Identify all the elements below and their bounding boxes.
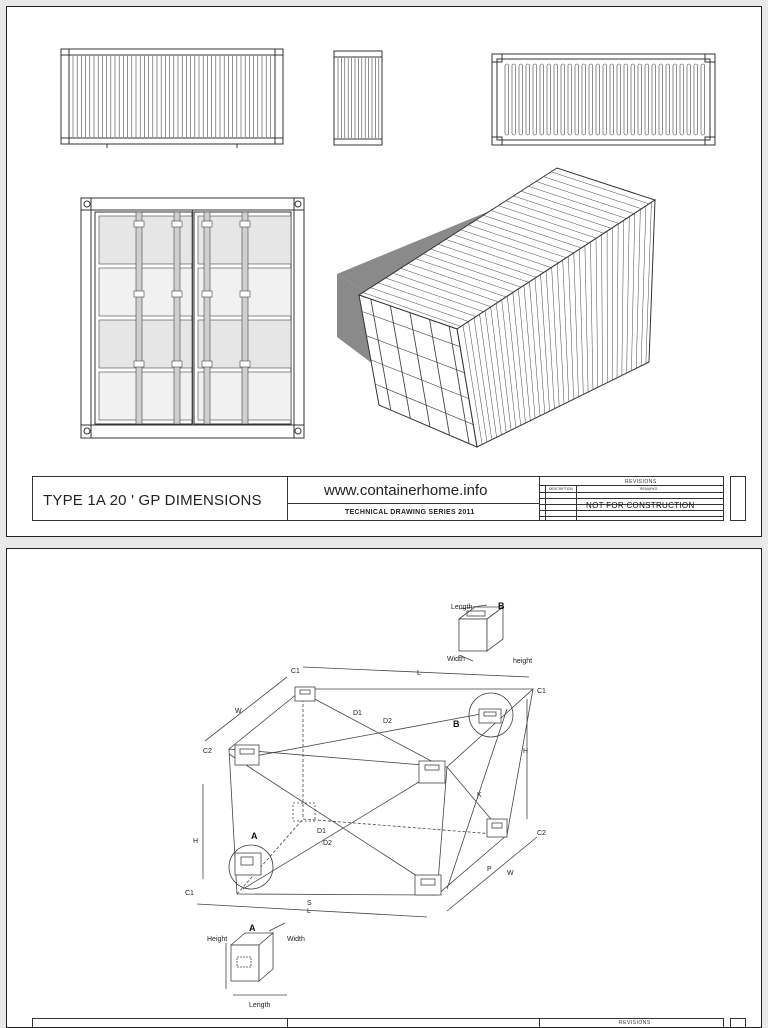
dim-d1-top: D1 <box>353 710 362 717</box>
corner-casting-top-left-rear <box>295 687 315 701</box>
corner-fitting-dimensions-diagram: B Length Width height B A A Height Width… <box>7 549 762 1028</box>
container-top-view <box>492 54 715 145</box>
corner-casting-top-right-front <box>419 761 445 783</box>
dim-c2-left: C2 <box>203 748 212 755</box>
detail-b-length-label: Length <box>451 604 473 611</box>
dim-w-right: W <box>507 870 514 877</box>
drawing-title: TYPE 1A 20 ' GP DIMENSIONS <box>43 492 262 509</box>
dim-d1-bottom: D1 <box>317 828 326 835</box>
revisions-table: DESCRIPTION REMARKS NOT FOR CONSTRUCTION <box>540 485 723 520</box>
detail-b-height-label: height <box>513 658 532 665</box>
revisions-description-header: DESCRIPTION <box>549 487 573 491</box>
callout-a: A <box>251 831 258 841</box>
corner-casting-bottom-left-front <box>235 853 261 875</box>
dim-d2-top: D2 <box>383 718 392 725</box>
dim-s-bottom: S <box>307 900 312 907</box>
title-block-2-side-box <box>730 1018 746 1028</box>
container-views-drawing <box>7 7 762 537</box>
detail-a-width-label: Width <box>287 936 305 943</box>
not-for-construction-remark: NOT FOR CONSTRUCTION <box>586 501 695 510</box>
corner-casting-bottom-right-front <box>415 875 441 895</box>
dim-c1-left: C1 <box>185 890 194 897</box>
dim-c2-right: C2 <box>537 830 546 837</box>
dim-c1-right: C1 <box>537 688 546 695</box>
dim-h-left: H <box>193 838 198 845</box>
website-url: www.containerhome.info <box>324 482 487 499</box>
drawing-sheet-2: B Length Width height B A A Height Width… <box>6 548 762 1028</box>
detail-a-title: A <box>249 923 256 933</box>
container-end-view <box>334 51 382 145</box>
detail-a-length-label: Length <box>249 1002 271 1009</box>
detail-b-fitting <box>459 605 503 661</box>
detail-b-title: B <box>498 601 505 611</box>
detail-a-height-label: Height <box>207 936 227 943</box>
drawing-series: TECHNICAL DRAWING SERIES 2011 <box>345 509 475 516</box>
corner-casting-bottom-left-rear <box>293 803 315 821</box>
corner-casting-top-right-rear <box>479 709 501 723</box>
dim-l-top: L <box>417 670 421 677</box>
revisions-remarks-header: REMARKS <box>640 487 657 491</box>
title-block-2: REVISIONS <box>32 1018 724 1028</box>
dim-p-right: P <box>487 866 492 873</box>
title-block: TYPE 1A 20 ' GP DIMENSIONS www.container… <box>32 476 724 521</box>
dim-l-bottom: L <box>307 908 311 915</box>
drawing-sheet-1: TYPE 1A 20 ' GP DIMENSIONS www.container… <box>6 6 762 537</box>
dim-w-left: W <box>235 708 242 715</box>
revisions-label-2: REVISIONS <box>619 1020 651 1026</box>
corner-casting-top-left-front <box>235 745 259 765</box>
box-top-face <box>229 689 533 767</box>
container-door-end-view <box>81 198 304 438</box>
detail-b-width-label: Width <box>447 656 465 663</box>
container-side-view <box>61 49 283 148</box>
dim-c1-top: C1 <box>291 668 300 675</box>
dim-k-right: K <box>477 792 482 799</box>
corner-casting-bottom-right-rear <box>487 819 507 837</box>
callout-b: B <box>453 719 460 729</box>
container-isometric-view <box>337 168 655 447</box>
detail-a-fitting <box>226 923 287 995</box>
title-block-side-box <box>730 476 746 521</box>
dim-d2-bottom: D2 <box>323 840 332 847</box>
dim-h-right: H <box>523 748 528 755</box>
